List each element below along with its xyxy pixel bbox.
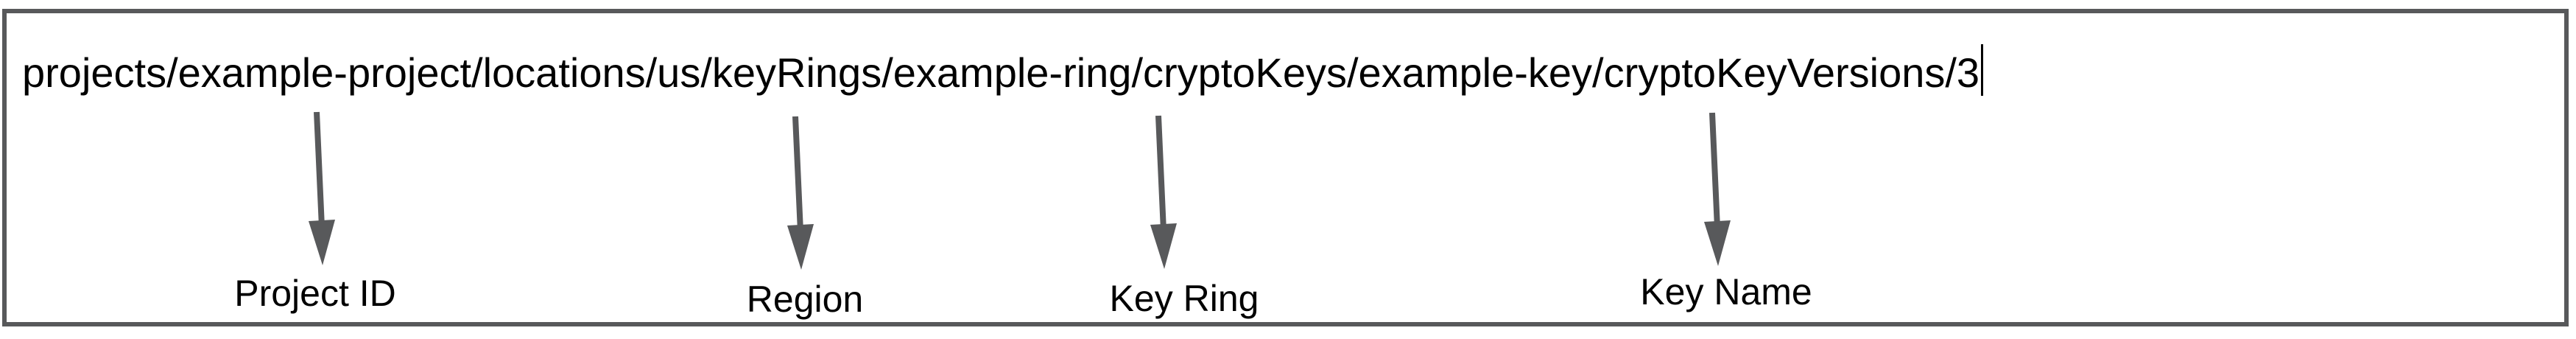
key-name-arrow-icon	[1698, 111, 1731, 266]
resource-path-text[interactable]: projects/example-project/locations/us/ke…	[22, 44, 1984, 97]
resource-path-value: projects/example-project/locations/us/ke…	[22, 49, 1980, 96]
region-arrow-icon	[781, 115, 814, 270]
key-name-label: Key Name	[1640, 271, 1812, 312]
project-id-label: Project ID	[234, 273, 396, 314]
project-id-arrow-icon	[303, 111, 335, 265]
resource-path-textbox[interactable]	[2, 9, 2569, 326]
key-ring-arrow-icon	[1144, 114, 1177, 269]
text-cursor	[1981, 44, 1984, 96]
region-label: Region	[746, 279, 864, 320]
key-ring-label: Key Ring	[1109, 278, 1259, 319]
